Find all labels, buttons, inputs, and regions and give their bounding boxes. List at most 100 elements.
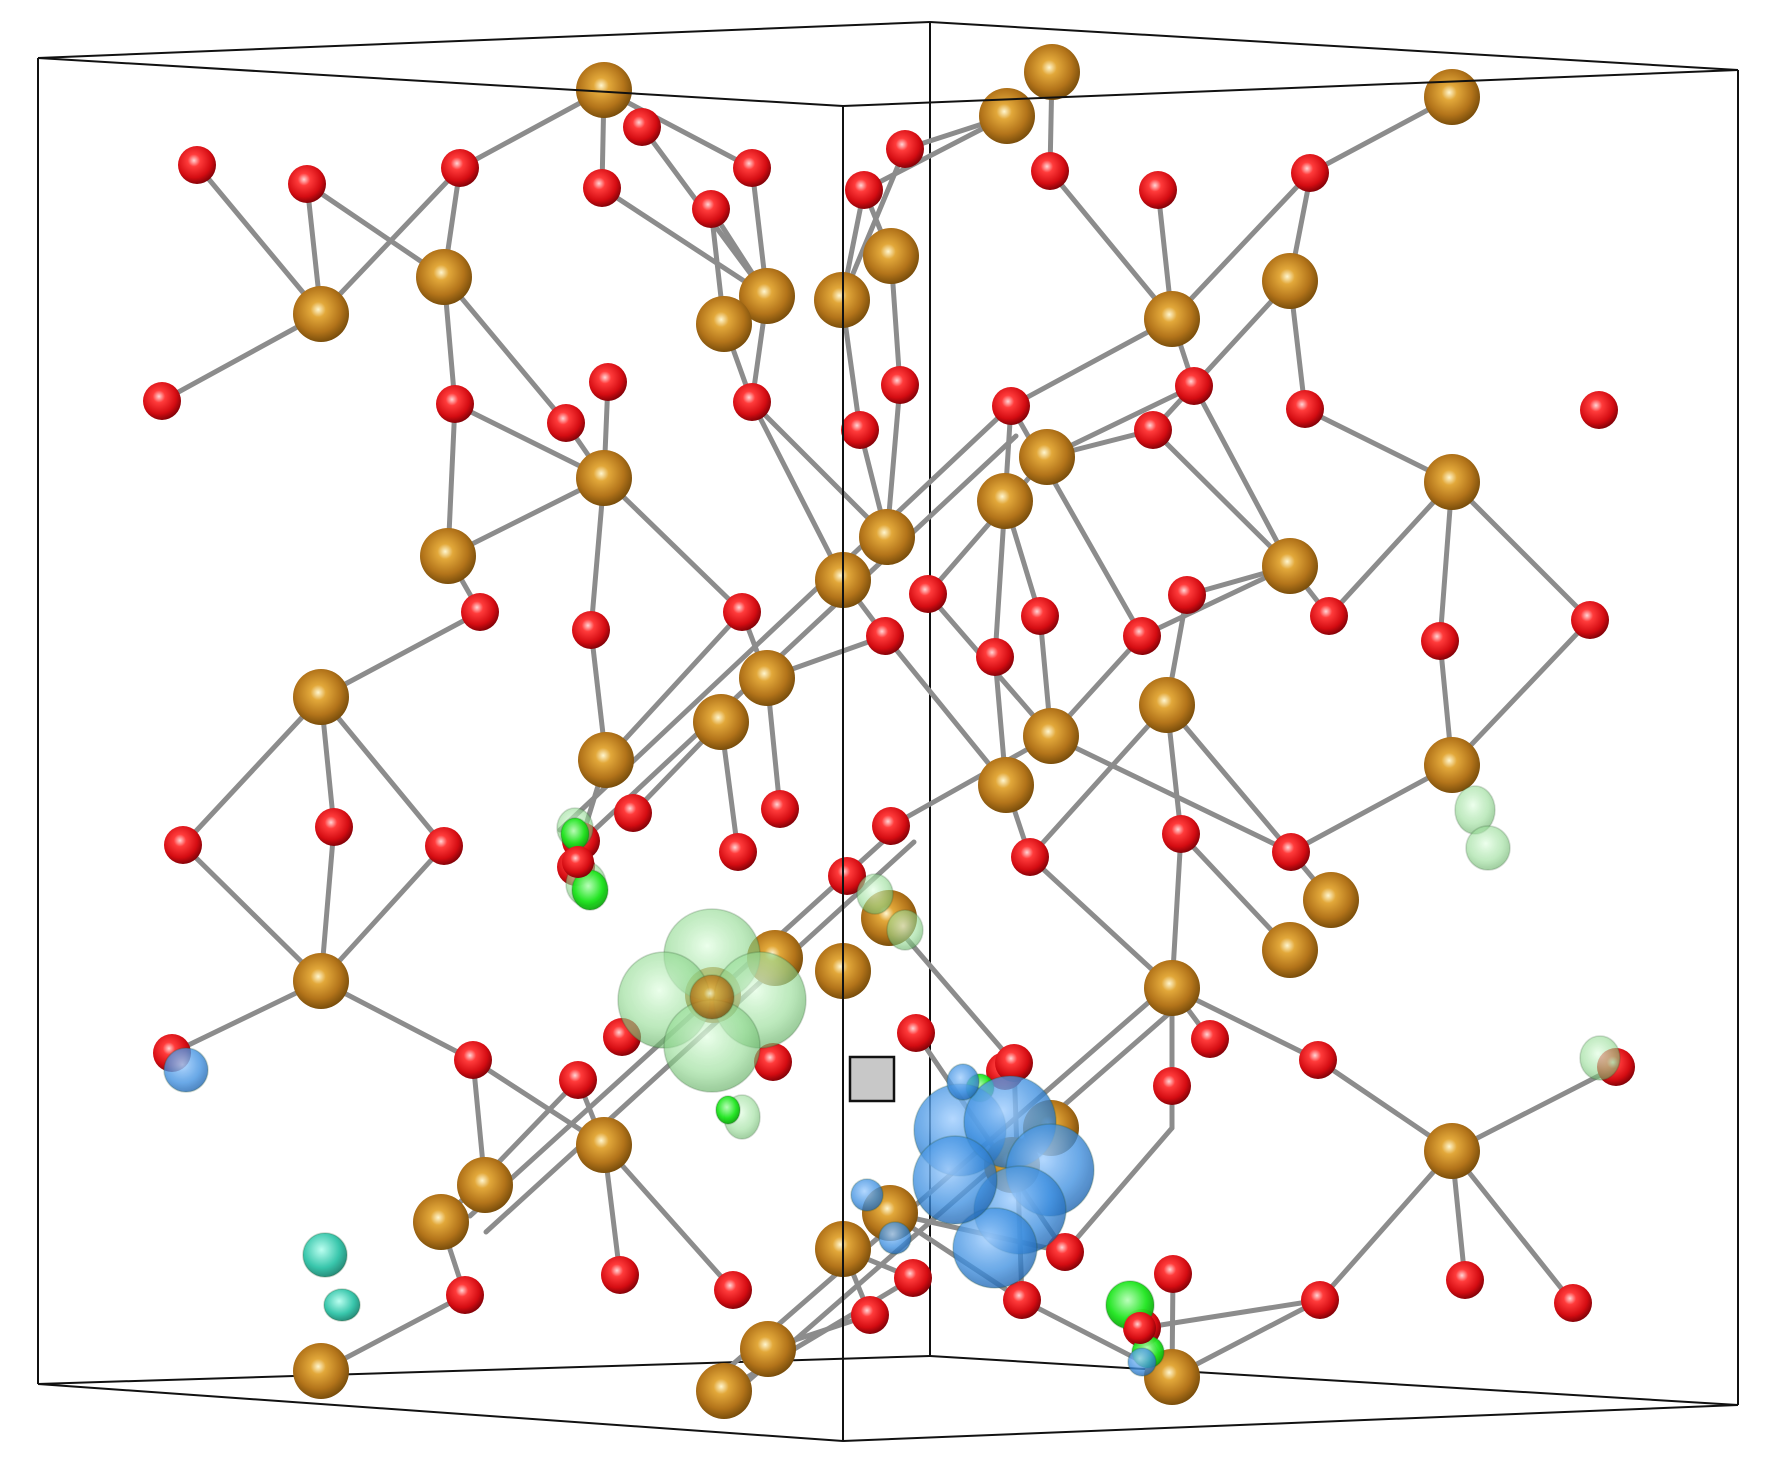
oxygen-atom-icon (714, 1271, 752, 1309)
metal-atom-icon (1144, 291, 1200, 347)
oxygen-atom-icon (1021, 597, 1059, 635)
oxygen-atom-icon (845, 171, 883, 209)
spin-density-isosurfaces (163, 785, 1621, 1377)
bond (1317, 1148, 1455, 1303)
oxygen-atom-icon (872, 807, 910, 845)
oxygen-atom-icon (143, 382, 181, 420)
oxygen-atom-icon (315, 808, 353, 846)
metal-atom-icon (1424, 737, 1480, 793)
bond (603, 609, 745, 763)
metal-atom-icon (696, 296, 752, 352)
vacancy-marker-icon (848, 1055, 896, 1103)
metal-atom-icon (1139, 677, 1195, 733)
metal-atom-icon (413, 1194, 469, 1250)
oxygen-atom-icon (1299, 1041, 1337, 1079)
bond (888, 733, 1054, 829)
unit-cell-front-edges (37, 57, 1739, 1442)
bond (572, 433, 1019, 851)
spin-density-green-lobe (856, 873, 894, 915)
oxygen-atom-icon (1011, 838, 1049, 876)
bond (1150, 278, 1293, 433)
bond (318, 609, 483, 700)
spin-density-blue-lobe (1127, 1347, 1157, 1377)
metal-atom-icon (1424, 454, 1480, 510)
oxygen-atom-icon (1421, 622, 1459, 660)
bond (1008, 316, 1175, 409)
bond (925, 454, 1050, 597)
metal-atom-icon (1262, 538, 1318, 594)
oxygen-atom-icon (1168, 576, 1206, 614)
oxygen-atom-icon (288, 165, 326, 203)
oxygen-atom-icon (441, 149, 479, 187)
metal-atom-icon (689, 974, 735, 1020)
spin-density-bright-green-lobe (715, 1095, 741, 1125)
oxygen-atom-icon (461, 593, 499, 631)
bond (1048, 733, 1294, 855)
spin-density-blue-lobe (163, 1047, 209, 1093)
metal-atom-icon (576, 450, 632, 506)
oxygen-atom-icon (976, 638, 1014, 676)
oxygen-atom-icon (692, 190, 730, 228)
metal-atom-icon (977, 473, 1033, 529)
metal-atom-icon (740, 1321, 796, 1377)
oxygen-atom-icon (866, 617, 904, 655)
metal-atom-icon (457, 1157, 513, 1213)
oxygen-atom-icon (1272, 833, 1310, 871)
oxygen-atom-icon (733, 149, 771, 187)
metal-atom-icon (1303, 872, 1359, 928)
spin-density-bright-green-lobe (560, 817, 590, 851)
oxygen-atom-icon (828, 857, 866, 895)
oxygen-atom-icon (425, 827, 463, 865)
oxygen-atom-icon (614, 794, 652, 832)
oxygen-atom-icon (1003, 1281, 1041, 1319)
spin-density-teal-lobe (323, 1288, 361, 1322)
bond (441, 274, 569, 426)
oxygen-atom-icon (1162, 815, 1200, 853)
oxygen-atom-icon (1286, 390, 1324, 428)
bond (1062, 1125, 1175, 1255)
oxygen-atom-icon (841, 411, 879, 449)
oxygen-atom-icon (1291, 154, 1329, 192)
bond (1449, 1148, 1576, 1306)
atom-layer (143, 44, 1635, 1419)
oxygen-atom-icon (572, 611, 610, 649)
bond (445, 475, 607, 559)
bond (318, 694, 447, 849)
bond (438, 1077, 581, 1225)
bond (1150, 427, 1293, 569)
oxygen-atom-icon (446, 1276, 484, 1314)
spin-density-blue-lobe (952, 1207, 1038, 1289)
bond (159, 311, 324, 404)
oxygen-atom-icon (754, 1043, 792, 1081)
spin-density-blue-lobe (850, 1178, 884, 1212)
metal-atom-icon (696, 1363, 752, 1419)
bond (1449, 1064, 1619, 1154)
oxygen-atom-icon (547, 404, 585, 442)
bond (180, 694, 324, 848)
oxygen-atom-icon (1124, 1312, 1156, 1344)
oxygen-atom-icon (995, 1044, 1033, 1082)
oxygen-atom-icon (583, 169, 621, 207)
metal-atom-icon (1023, 708, 1079, 764)
metal-atom-icon (293, 286, 349, 342)
spin-density-green-lobe (1465, 825, 1511, 871)
oxygen-atom-icon (733, 383, 771, 421)
metal-atom-icon (293, 669, 349, 725)
oxygen-atom-icon (1571, 601, 1609, 639)
oxygen-atom-icon (719, 833, 757, 871)
metal-atom-icon (416, 249, 472, 305)
bond (749, 399, 846, 583)
bond (749, 399, 890, 540)
bond (318, 978, 476, 1063)
bond (882, 633, 1009, 788)
metal-atom-icon (1262, 922, 1318, 978)
metal-atom-icon (1424, 69, 1480, 125)
oxygen-atom-icon (1301, 1281, 1339, 1319)
oxygen-atom-icon (562, 846, 594, 878)
oxygen-atom-icon (1123, 617, 1161, 655)
oxygen-atom-icon (454, 1041, 492, 1079)
oxygen-atom-icon (1554, 1284, 1592, 1322)
oxygen-atom-icon (1139, 171, 1177, 209)
